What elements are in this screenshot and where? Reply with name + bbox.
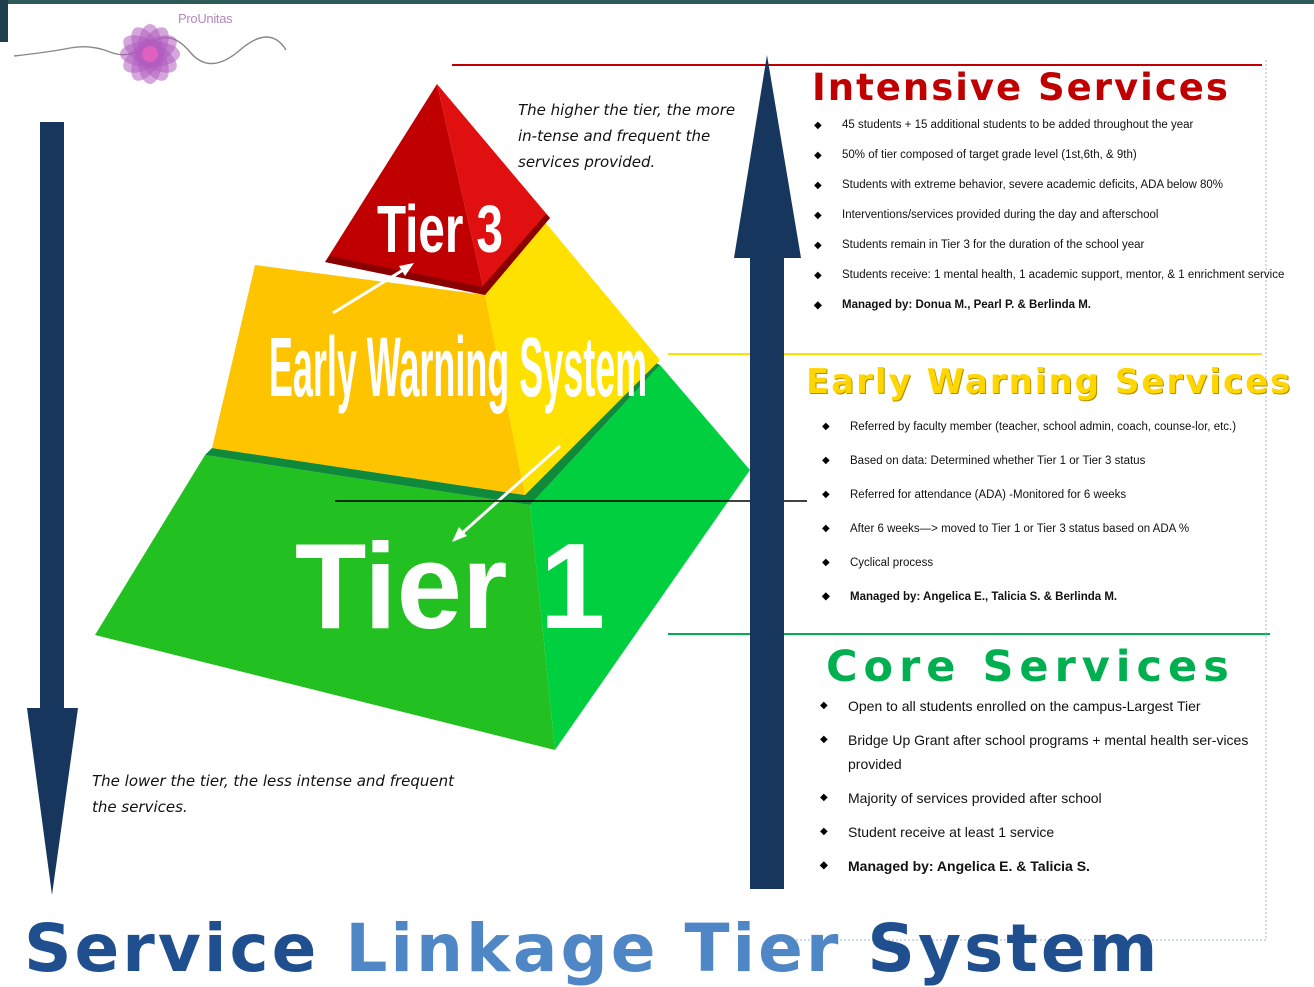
lower-tier-note: The lower the tier, the less intense and… bbox=[92, 772, 455, 816]
tier3-base-edge bbox=[325, 214, 550, 295]
early-warning-label: Early Warning System bbox=[269, 319, 647, 414]
ews-side-face bbox=[485, 222, 660, 495]
list-item: 45 students + 15 additional students to … bbox=[814, 112, 1304, 142]
list-item: Interventions/services provided during t… bbox=[814, 202, 1304, 232]
intensive-services-list: 45 students + 15 additional students to … bbox=[814, 112, 1304, 322]
intensive-services-title: Intensive Services bbox=[812, 66, 1230, 109]
list-item: Students remain in Tier 3 for the durati… bbox=[814, 232, 1304, 262]
logo-text: ProUnitas bbox=[178, 11, 233, 26]
core-services-list: Open to all students enrolled on the cam… bbox=[820, 694, 1260, 888]
list-item: 50% of tier composed of target grade lev… bbox=[814, 142, 1304, 172]
tier3-front-face bbox=[325, 84, 485, 295]
core-services-title: Core Services bbox=[826, 642, 1235, 692]
ews-front-face bbox=[212, 265, 525, 495]
title-word-system: System bbox=[867, 910, 1161, 987]
top-left-accent bbox=[0, 0, 8, 42]
early-warning-services-title: Early Warning Services bbox=[806, 362, 1293, 402]
list-item: Cyclical process bbox=[822, 553, 1267, 573]
list-item: Open to all students enrolled on the cam… bbox=[820, 694, 1260, 718]
prounitas-logo bbox=[13, 24, 287, 84]
managed-by-item: Managed by: Angelica E. & Talicia S. bbox=[820, 854, 1260, 878]
list-item: Students receive: 1 mental health, 1 aca… bbox=[814, 262, 1304, 292]
list-item: Bridge Up Grant after school programs + … bbox=[820, 728, 1260, 776]
list-item: After 6 weeks—> moved to Tier 1 or Tier … bbox=[822, 519, 1267, 539]
list-item: Referred for attendance (ADA) -Monitored… bbox=[822, 485, 1267, 505]
tier1-top-edge bbox=[205, 360, 660, 505]
list-item: Referred by faculty member (teacher, sch… bbox=[822, 417, 1267, 437]
list-item: Students with extreme behavior, severe a… bbox=[814, 172, 1304, 202]
higher-tier-note: The higher the tier, the more in-tense a… bbox=[518, 101, 736, 171]
tier1-label: Tier 1 bbox=[295, 519, 605, 655]
title-word-tier: Tier bbox=[684, 910, 842, 987]
list-item: Student receive at least 1 service bbox=[820, 820, 1260, 844]
managed-by-item: Managed by: Donua M., Pearl P. & Berlind… bbox=[814, 292, 1304, 322]
managed-by-item: Managed by: Angelica E., Talicia S. & Be… bbox=[822, 587, 1267, 607]
list-item: Based on data: Determined whether Tier 1… bbox=[822, 451, 1267, 471]
list-item: Majority of services provided after scho… bbox=[820, 786, 1260, 810]
tier1-side-face bbox=[530, 365, 750, 750]
tier3-label: Tier 3 bbox=[377, 193, 503, 267]
top-border bbox=[0, 0, 1314, 4]
title-word-linkage: Linkage bbox=[345, 910, 659, 987]
tier1-front-face bbox=[95, 455, 555, 750]
title-word-service: Service bbox=[24, 910, 320, 987]
page-title: Service Linkage Tier System bbox=[24, 910, 1160, 987]
early-warning-services-list: Referred by faculty member (teacher, sch… bbox=[822, 417, 1267, 621]
